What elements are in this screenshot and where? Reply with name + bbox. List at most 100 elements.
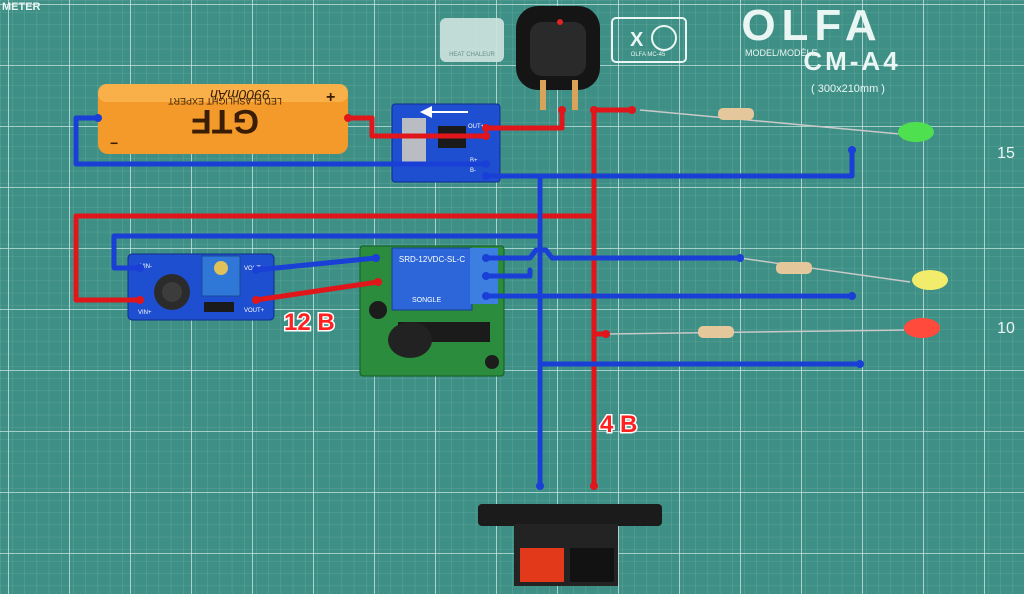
charger-usb-port [402, 118, 426, 166]
wire-battery-plus [345, 115, 489, 139]
boost-vin-minus: VIN- [140, 264, 152, 270]
junction-boost-vout-plus [252, 296, 260, 304]
relay-cube [391, 247, 473, 311]
led-green-branch [639, 108, 934, 142]
terminal-red-clip [520, 548, 564, 582]
mat-corner-text: METER [2, 1, 41, 13]
voltage-label-12: 12 B [284, 309, 335, 336]
battery-plus-mark: + [326, 89, 335, 106]
junction-red-led [856, 360, 864, 368]
receiver-antenna-coil [388, 322, 432, 358]
battery-brand: GTF [191, 102, 259, 140]
junction-switch-right [590, 106, 598, 114]
switch-rocker [530, 22, 586, 76]
wire-negative-boost-in [111, 233, 543, 271]
mat-logo-circle [651, 25, 677, 51]
boost-inductor-core [162, 282, 182, 302]
resistor-2 [776, 262, 812, 274]
mat-model-label: MODEL/MODÈLE [745, 48, 818, 58]
junction-relay-vin-plus [374, 278, 382, 286]
wire-relay-to-yellow-led [483, 247, 743, 261]
wire-charger-to-switch [483, 107, 565, 131]
switch-pin-right [572, 80, 578, 110]
terminal-black-clip [570, 548, 614, 582]
relay-model: SRD-12VDC-SL-C [399, 255, 465, 264]
mat-logo-box [611, 17, 687, 63]
wire-battery-minus [73, 115, 489, 167]
junction-battery-plus [344, 114, 352, 122]
junction-charger-outminus [482, 172, 490, 180]
wire-positive-boost-in [73, 213, 597, 303]
battery-minus-mark: − [110, 135, 118, 151]
wire-junctions [94, 106, 864, 490]
mat-logo-text: OLFA MC-45 [631, 52, 666, 58]
junction-charger-outplus [482, 124, 490, 132]
relay-module: SRD-12VDC-SL-C SONGLE [359, 245, 505, 377]
mat-branding: OLFA MODEL/MODÈLE CM-A4 ( 300x210mm ) ME… [2, 1, 1015, 337]
boost-chip [204, 302, 234, 312]
mat-logo-x: X [630, 29, 644, 51]
resistor-1 [718, 108, 754, 120]
output-terminal [478, 504, 662, 586]
negative-wires [73, 115, 863, 489]
junction-terminal-plus [590, 482, 598, 490]
junction-relay-no [482, 254, 490, 262]
voltage-label-4: 4 B [600, 411, 637, 438]
heat-warning-text: HEAT CHALEUR [449, 52, 495, 58]
junction-boost-vin-plus [136, 296, 144, 304]
battery-highlight [98, 84, 348, 102]
led-red-branch [605, 318, 940, 338]
wire-boost-out-minus [253, 255, 379, 273]
wire-boost-out-plus [253, 279, 381, 303]
rocker-switch [516, 6, 600, 110]
wire-relay-common [483, 267, 533, 279]
yellow-led [912, 270, 948, 290]
battery-capacity: 9900mAh [210, 87, 270, 103]
charger-arrow-line [432, 111, 468, 113]
boost-vout-plus: VOUT+ [244, 308, 265, 314]
junction-yellow-resistor [736, 254, 744, 262]
mat-size: ( 300x210mm ) [811, 83, 885, 95]
switch-indicator [557, 19, 563, 25]
junction-green-resistor [628, 106, 636, 114]
charger-module: OUT+ OUT- B+ B- [391, 103, 501, 183]
junction-yellow-led [848, 292, 856, 300]
mat-model-code: CM-A4 [803, 46, 900, 76]
junction-charger-bminus [482, 160, 490, 168]
battery-subtitle: LED FLASHLIGHT EXPERT [168, 96, 282, 106]
junction-terminal-minus [536, 482, 544, 490]
green-led [898, 122, 934, 142]
junction-boost-vout-minus [252, 266, 260, 274]
charger-arrow-icon [420, 106, 432, 118]
led-yellow-branch [739, 257, 948, 290]
charger-out-plus: OUT+ [468, 124, 485, 130]
red-led-lead [605, 329, 905, 335]
switch-pin-left [540, 80, 546, 110]
ruler-mark-15: 15 [997, 145, 1015, 162]
red-led [904, 318, 940, 338]
junction-red-resistor [602, 330, 610, 338]
junction-relay-nc [482, 292, 490, 300]
relay-capacitor-2 [485, 355, 499, 369]
junction-battery-minus [94, 114, 102, 122]
boost-vin-plus: VIN+ [138, 310, 152, 316]
heat-warning-icon [440, 18, 504, 62]
ruler-mark-10: 10 [997, 320, 1015, 337]
junction-switch-left [558, 106, 566, 114]
junction-boost-vin-minus [136, 264, 144, 272]
wire-negative-green-led [483, 147, 855, 179]
boost-trim-screw [214, 261, 228, 275]
junction-relay-com [482, 272, 490, 280]
charger-b-minus: B- [470, 168, 476, 174]
boost-converter: VIN- VIN+ VOUT- VOUT+ [127, 253, 275, 321]
battery: GTF LED FLASHLIGHT EXPERT 9900mAh + − [98, 84, 348, 154]
junction-charger-bplus [482, 132, 490, 140]
green-led-lead [639, 109, 901, 135]
relay-brand: SONGLE [412, 297, 442, 304]
mat-brand: OLFA [741, 1, 882, 50]
yellow-led-lead [739, 257, 911, 283]
junction-green-led [848, 146, 856, 154]
junction-relay-vin-minus [372, 254, 380, 262]
